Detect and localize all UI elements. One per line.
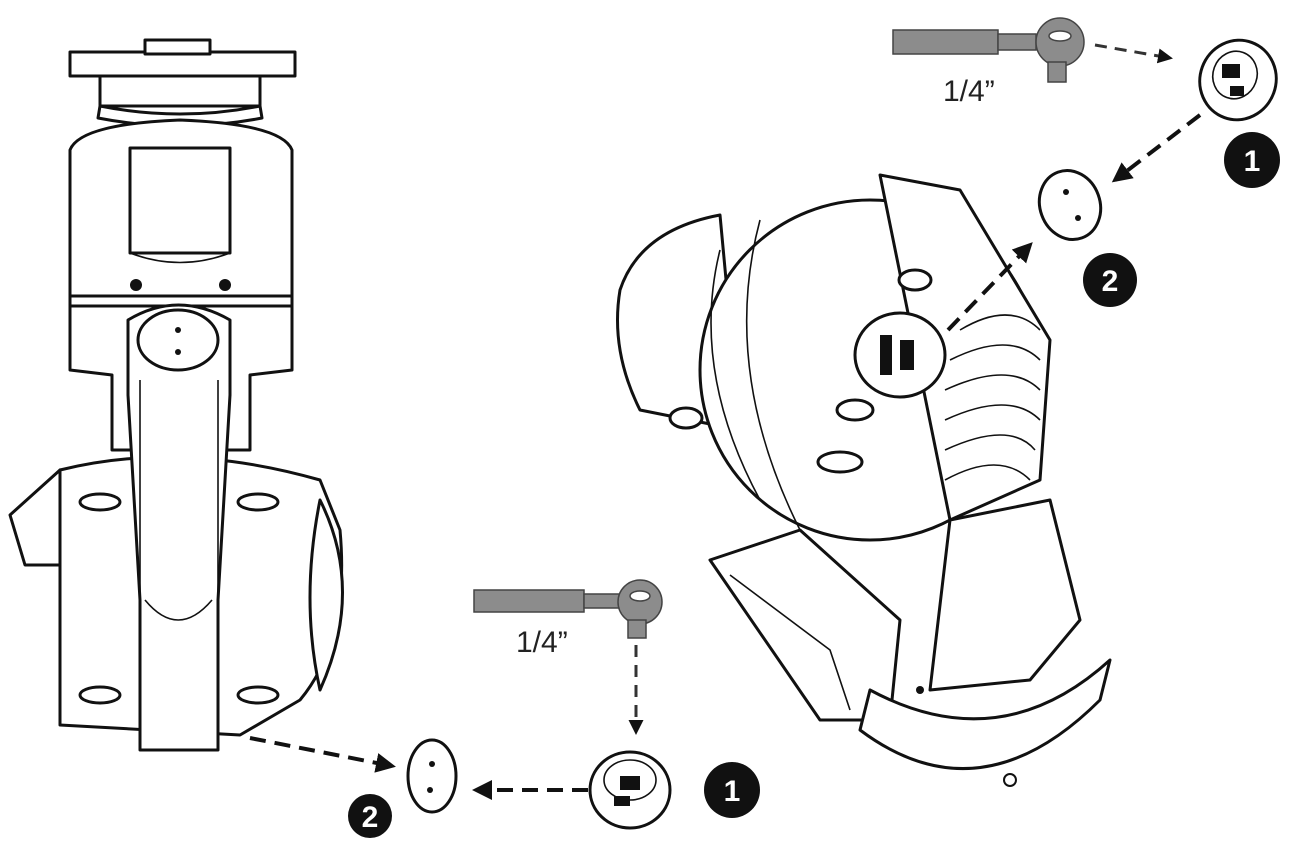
pan-arm	[708, 528, 902, 722]
step-number: 2	[1102, 265, 1119, 298]
hex-wrench-icon	[473, 579, 663, 639]
plug-cover-icon	[1037, 169, 1103, 241]
step-marker-1-right: 1	[1224, 132, 1280, 188]
right-camera-illustration	[616, 173, 1112, 787]
arrow-icon	[1094, 43, 1173, 64]
hex-wrench-icon	[892, 17, 1085, 83]
arrow-icon	[249, 736, 396, 773]
wrench-size-label: 1/4”	[516, 626, 568, 659]
arrow-icon	[946, 242, 1033, 332]
wrench-size-label: 1/4”	[943, 75, 995, 108]
step-number: 2	[362, 801, 379, 834]
pan-arm	[126, 303, 232, 752]
arm-plug	[136, 308, 220, 372]
base-cylinder	[858, 658, 1112, 771]
plug-cover-icon	[406, 738, 458, 814]
step-marker-2-right: 2	[1083, 253, 1137, 307]
step-marker-2-left: 2	[348, 794, 392, 838]
step-number: 1	[1244, 145, 1261, 178]
plug-cap-icon	[1198, 38, 1278, 122]
plug-cap-icon	[588, 750, 672, 830]
mount-plate	[68, 50, 297, 78]
step-marker-1-left: 1	[704, 762, 760, 818]
step-number: 1	[724, 775, 741, 808]
left-camera-illustration	[8, 38, 344, 752]
arrow-icon	[1111, 113, 1202, 183]
